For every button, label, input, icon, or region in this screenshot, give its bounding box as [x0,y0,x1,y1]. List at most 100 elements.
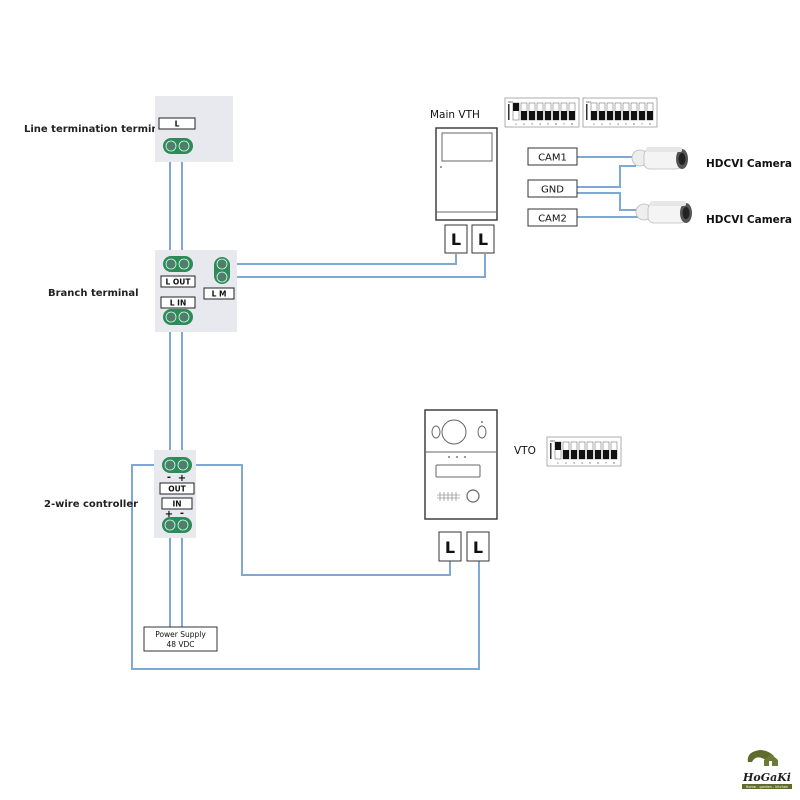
branch-m-label: L M [212,290,227,299]
dip-switch-4[interactable] [536,102,544,121]
dip-switch-8[interactable] [610,441,618,460]
vto-port-2 [466,531,490,562]
dip-number: 8 [649,122,651,126]
dip-switch-7[interactable] [638,102,646,121]
dip-on-marker [550,443,552,459]
dip-switch-5[interactable] [586,441,594,460]
bullet-camera-icon [635,201,692,224]
screw-icon [216,271,228,283]
dip-switch-3[interactable] [528,102,536,121]
wire-gnd-cam1 [577,165,636,188]
power-supply-box [143,626,218,652]
branch-m-label-box [203,287,235,300]
cam2-label: CAM2 [538,214,567,225]
wire-branch-to-vth-1 [222,254,457,265]
dip-number: 2 [523,122,525,126]
dip-number: 2 [565,461,567,465]
dip-switch-2[interactable] [562,441,570,460]
power-supply: Power Supply 48 VDC [143,626,218,652]
vth-port-2 [471,224,495,254]
dip-switch-5[interactable] [622,102,630,121]
hdcvi-camera-2-label: HDCVI Camera [706,214,792,226]
dip-switch-8[interactable] [646,102,654,121]
dip-number: 3 [573,461,575,465]
vto-call-button-icon [466,489,480,503]
screw-icon [177,459,189,471]
branch-out-label: L OUT [166,278,192,287]
controller-in-label: IN [172,500,181,509]
dip-switch-3[interactable] [570,441,578,460]
power-supply-line1: Power Supply [155,630,206,639]
dip-number: 6 [555,122,557,126]
vto-name-plate [435,464,481,478]
dip-switch-6[interactable] [630,102,638,121]
in-polarity-plus: + [165,509,173,520]
dip-switch-4[interactable] [578,441,586,460]
dip-number: 1 [557,461,559,465]
dip-number: 7 [641,122,643,126]
controller-out-label-box [159,482,195,495]
screw-icon [164,519,176,531]
cam2-terminal [527,208,578,227]
vto-sensor-icon [481,421,483,423]
out-polarity-plus: + [178,473,186,484]
dip-switch-7[interactable] [560,102,568,121]
dip-switch-2[interactable] [520,102,528,121]
hdcvi-camera-2 [635,201,692,224]
branch-out-label-box [160,275,196,288]
vth-port-1-label: L [451,230,461,249]
screw-icon [165,311,177,323]
dip-switch-5[interactable] [544,102,552,121]
cam1-terminal [527,147,578,166]
line-termination-terminal: L [155,96,233,162]
dip-number: 4 [581,461,583,465]
branch-in-label-box [160,296,196,309]
dip-switch-4[interactable] [614,102,622,121]
dip-on-marker [586,104,588,120]
wire-branch-to-vth-2 [222,254,486,278]
vto-port-1-label: L [445,538,455,557]
dip-number: 1 [515,122,517,126]
dip-switch-1[interactable] [554,441,562,460]
screw-icon [178,311,190,323]
vth-port-2-label: L [478,230,488,249]
main-vth-label: Main VTH [430,109,480,121]
controller-in-label-box [161,497,193,510]
dip-number: 4 [617,122,619,126]
logo-name: HoGaKi [742,771,791,784]
dip-on-label: ON [550,439,555,443]
dip-switch-1[interactable] [590,102,598,121]
dip-switch-2[interactable] [598,102,606,121]
screw-icon [164,459,176,471]
power-supply-line2: 48 VDC [166,640,194,649]
controller-out-label: OUT [168,485,186,494]
dip-switch-8[interactable] [568,102,576,121]
dip-number: 2 [601,122,603,126]
dip-switch-3[interactable] [606,102,614,121]
dip-switch-7[interactable] [602,441,610,460]
wire-ctrl-plus-to-vto [188,464,451,576]
wire-gnd-cam2 [577,192,640,211]
vto-speaker-icon [437,492,460,501]
dip-number: 7 [563,122,565,126]
hdcvi-camera-1 [631,147,688,170]
camera-terminals: CAM1 GND CAM2 [527,147,578,227]
screw-icon [165,258,177,270]
screw-icon [178,258,190,270]
vto-light-icon [477,425,487,439]
dip-switch-1[interactable] [512,102,520,121]
dip-switch-6[interactable] [552,102,560,121]
dip-number: 1 [593,122,595,126]
vto-label: VTO [514,445,536,457]
hdcvi-camera-1-label: HDCVI Camera [706,158,792,170]
dip-switch-6[interactable] [594,441,602,460]
dip-number: 8 [613,461,615,465]
dip-number: 3 [609,122,611,126]
vto-indicator-icon [448,456,450,458]
label-branch-terminal: Branch terminal [48,288,139,299]
in-polarity-minus: - [180,508,184,519]
